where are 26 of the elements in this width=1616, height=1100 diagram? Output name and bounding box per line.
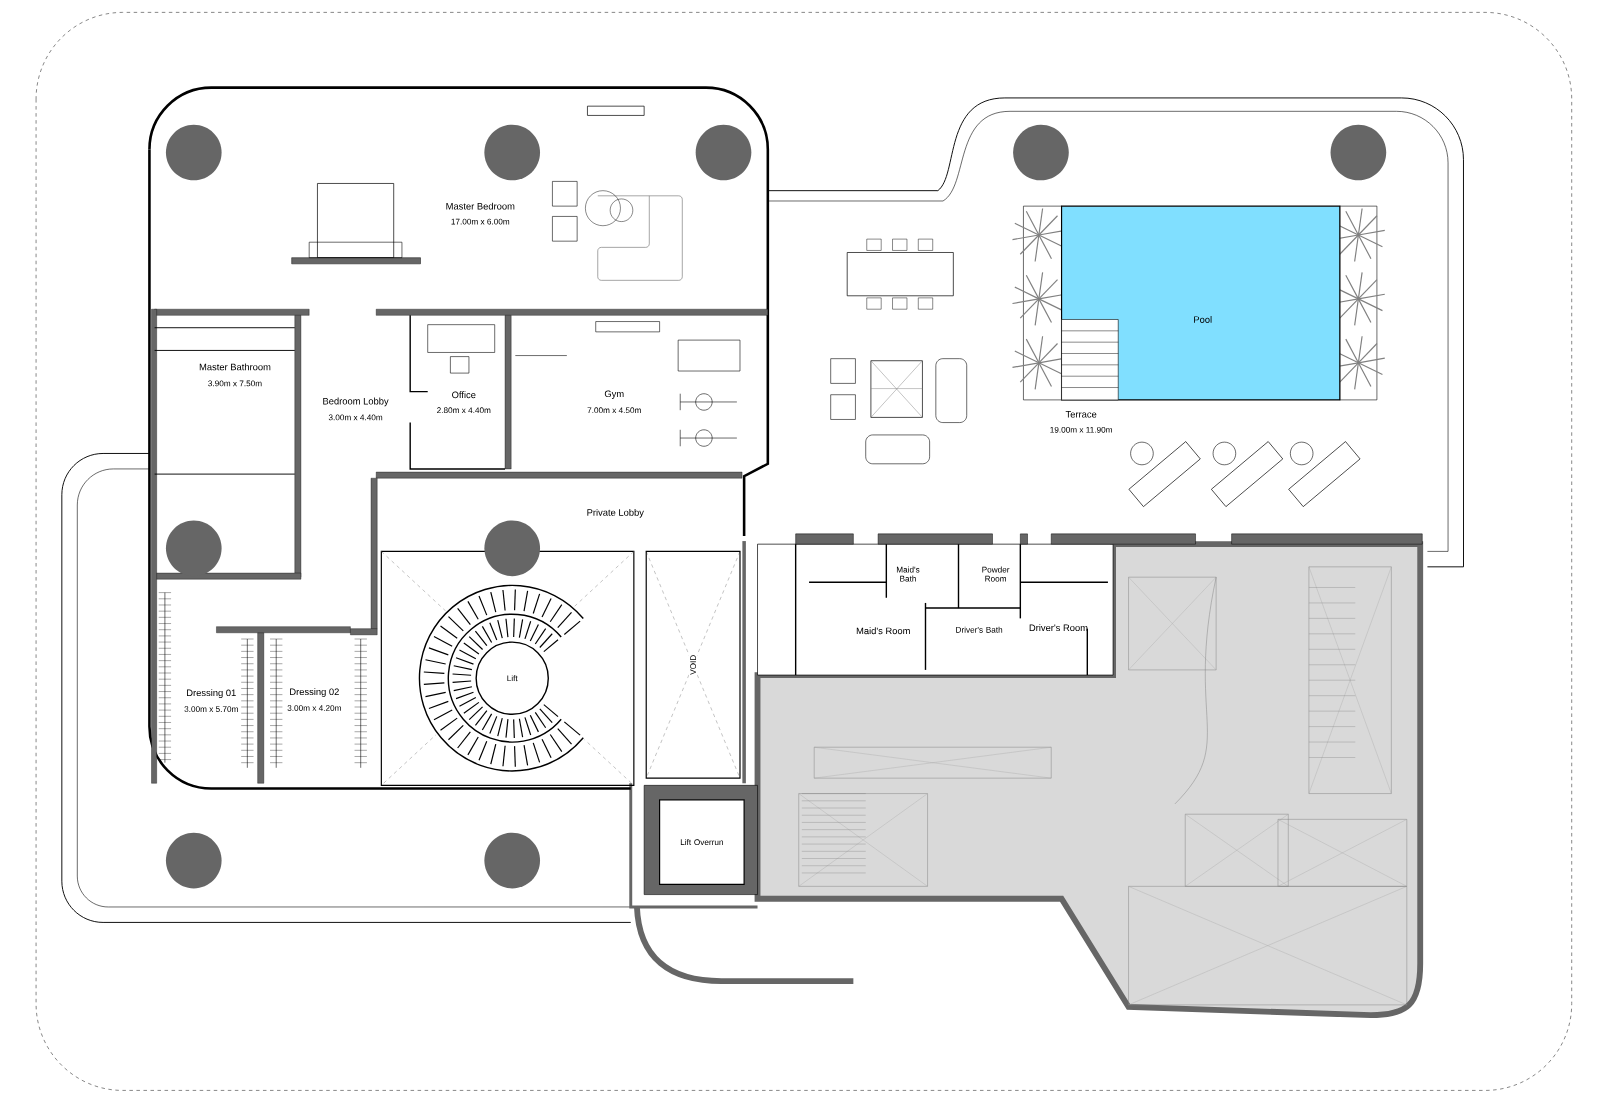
room-label: Dressing 02 bbox=[290, 688, 339, 698]
pool: Pool bbox=[1060, 205, 1341, 401]
room-label: Master Bedroom bbox=[446, 202, 515, 210]
room-label: Maid's Room bbox=[856, 627, 910, 635]
room-label: Gym bbox=[604, 390, 624, 400]
room-label: Driver's Bath bbox=[956, 626, 1003, 633]
room-label: Master Bathroom bbox=[199, 363, 271, 371]
room-label: Private Lobby bbox=[587, 509, 644, 518]
void-area: VOID bbox=[645, 550, 741, 779]
lift-shaft: Lift bbox=[475, 641, 549, 716]
room-label: Terrace bbox=[1065, 411, 1097, 418]
room-label: Office bbox=[452, 391, 476, 399]
room-dimension: 3.00m x 4.40m bbox=[328, 414, 383, 421]
room-dimension: 17.00m x 6.00m bbox=[451, 218, 510, 225]
room-dimension: 7.00m x 4.50m bbox=[587, 407, 641, 414]
room-dimension: 2.80m x 4.40m bbox=[437, 407, 491, 414]
room-label: Maid's Bath bbox=[896, 566, 920, 582]
lift-overrun-box: Lift Overrun bbox=[659, 799, 745, 886]
room-label: Dressing 01 bbox=[187, 689, 236, 699]
room-label: Powder Room bbox=[982, 566, 1010, 582]
room-dimension: 19.00m x 11.90m bbox=[1050, 427, 1112, 433]
room-dimension: 3.90m x 7.50m bbox=[208, 380, 262, 387]
room-label: Bedroom Lobby bbox=[323, 397, 389, 407]
room-dimension: 3.00m x 4.20m bbox=[287, 705, 341, 712]
room-dimension: 3.00m x 5.70m bbox=[184, 706, 238, 713]
room-label: Driver's Room bbox=[1029, 624, 1088, 632]
